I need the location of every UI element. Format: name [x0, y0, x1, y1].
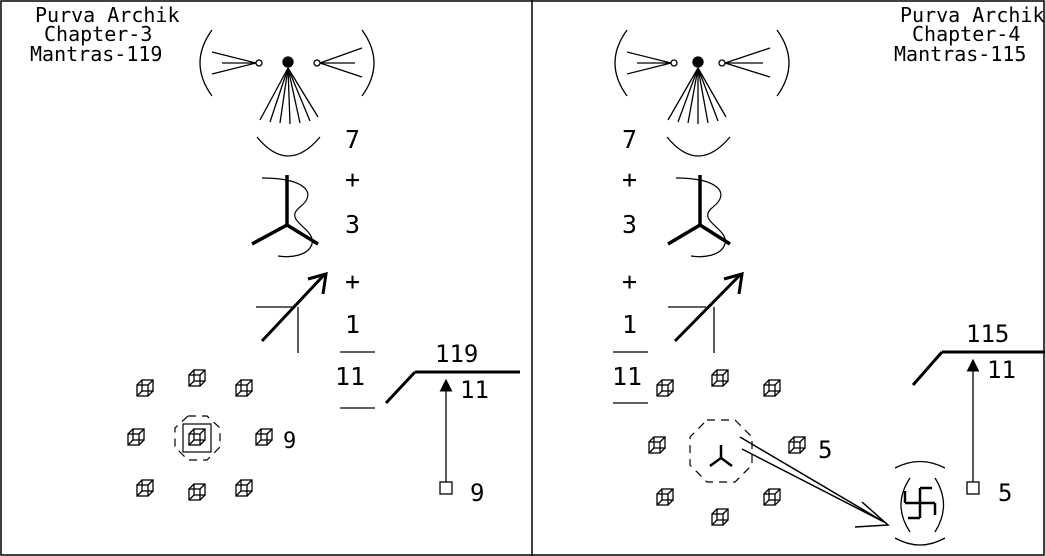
left-ladder-base: 9 [470, 479, 484, 507]
left-title-line-1: Purva Archik [35, 3, 180, 27]
left-panel: Purva Archik Chapter-3 Mantras-119 [30, 3, 520, 507]
left-sum-term-2: + [345, 165, 360, 194]
cube-icon [188, 369, 206, 387]
cube-icon [763, 379, 781, 397]
right-title-line-2: Chapter-4 [912, 22, 1020, 46]
cube-icon [255, 428, 273, 446]
left-sum-term-4: + [345, 267, 360, 296]
right-sum-term-5: 1 [622, 310, 637, 339]
left-ladder: 119 11 9 [384, 340, 520, 507]
cube-icon [656, 379, 674, 397]
right-base-square [966, 481, 980, 495]
right-sum-term-1: 7 [622, 125, 637, 154]
cube-icon [656, 488, 674, 506]
right-title-block: Purva Archik Chapter-4 Mantras-115 [894, 3, 1045, 66]
right-trident-spiral [667, 175, 731, 258]
cube-icon [763, 488, 781, 506]
cube-icon [136, 479, 154, 497]
cube-icon [127, 428, 145, 446]
left-base-square [439, 481, 453, 495]
left-sum-column: 7 + 3 + 1 11 [335, 125, 365, 391]
cube-icon [788, 436, 806, 454]
cube-icon [711, 369, 729, 387]
cube-icon [235, 479, 253, 497]
right-sum-column: 7 + 3 + 1 11 [612, 125, 642, 391]
left-title-line-2: Chapter-3 [44, 22, 152, 46]
left-angle-arrow [256, 271, 328, 353]
right-ladder-base: 5 [998, 479, 1012, 507]
cube-icon [188, 483, 206, 501]
left-sum-term-3: 3 [345, 210, 360, 239]
cube-icon [711, 508, 729, 526]
left-sum-term-1: 7 [345, 125, 360, 154]
left-sum-total: 11 [335, 362, 365, 391]
left-bindu-symbol [199, 29, 375, 157]
right-angle-arrow [668, 271, 744, 353]
right-panel: Purva Archik Chapter-4 Mantras-115 [612, 3, 1045, 546]
left-trident-spiral [251, 175, 319, 258]
left-title-block: Purva Archik Chapter-3 Mantras-119 [30, 3, 180, 66]
right-sum-total: 11 [612, 362, 642, 391]
cube-icon [136, 379, 154, 397]
right-ladder: 115 11 5 [911, 320, 1045, 507]
right-title-line-3: Mantras-115 [894, 42, 1026, 66]
right-swastika-symbol [894, 460, 946, 546]
left-ladder-mid: 11 [460, 376, 489, 404]
right-bindu-symbol [614, 29, 790, 157]
cube-icon [648, 436, 666, 454]
cube-icon [188, 428, 206, 446]
left-cube-count: 9 [283, 429, 296, 454]
right-title-line-1: Purva Archik [900, 3, 1045, 27]
left-title-line-3: Mantras-119 [30, 42, 162, 66]
right-sum-term-4: + [622, 267, 637, 296]
right-cube-ring: 5 [648, 369, 832, 526]
left-sum-term-5: 1 [345, 310, 360, 339]
left-ladder-top: 119 [435, 340, 478, 368]
right-long-arrow [739, 436, 890, 528]
cube-icon [235, 379, 253, 397]
left-cube-ring: 9 [127, 369, 296, 501]
right-sum-term-2: + [622, 165, 637, 194]
right-sum-term-3: 3 [622, 210, 637, 239]
right-ladder-mid: 11 [987, 356, 1016, 384]
right-cube-count: 5 [818, 436, 832, 464]
right-ladder-top: 115 [966, 320, 1009, 348]
